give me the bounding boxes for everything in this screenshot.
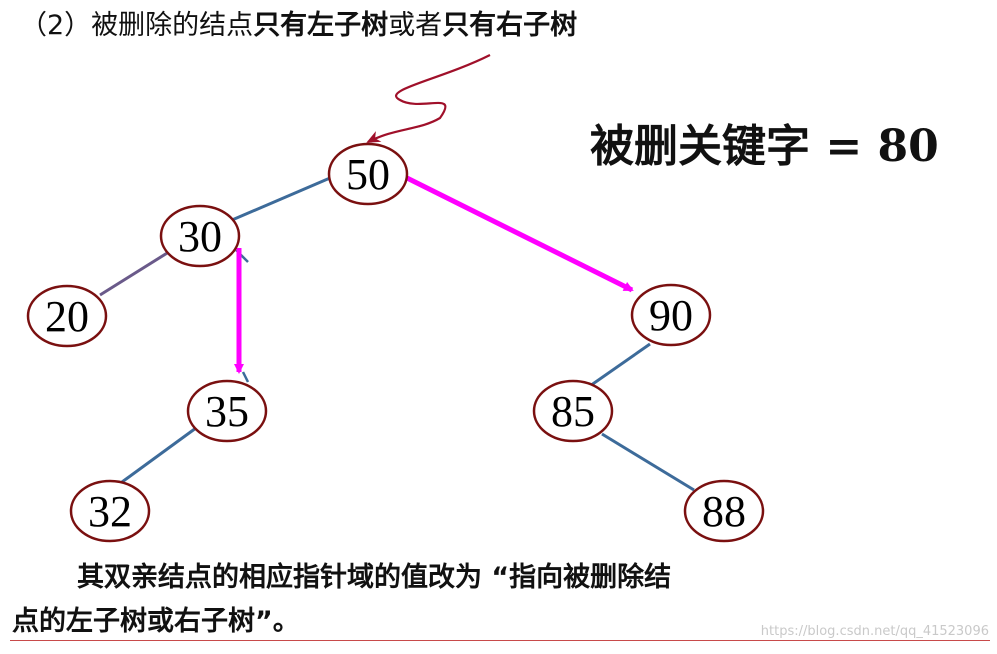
watermark: https://blog.csdn.net/qq_41523096 xyxy=(760,624,989,639)
node-35-label: 35 xyxy=(205,387,249,436)
node-85: 85 xyxy=(532,379,614,443)
node-32-label: 32 xyxy=(88,487,132,536)
node-90-label: 90 xyxy=(649,291,693,340)
node-30-label: 30 xyxy=(178,212,222,261)
node-32: 32 xyxy=(69,479,151,543)
divider-line xyxy=(10,640,990,641)
caption-line-1: 其双亲结点的相应指针域的值改为 “指向被删除结 xyxy=(77,562,672,593)
heading-bold-left: 只有左子树 xyxy=(253,10,389,41)
heading-bold-right: 只有右子树 xyxy=(442,10,578,41)
squiggle-pointer-arrow xyxy=(366,54,491,143)
edge-30-20 xyxy=(99,248,173,297)
deleted-key-label: 被删关键字 = 80 xyxy=(590,121,939,172)
edge-35-stub xyxy=(241,371,250,383)
heading-prefix: （2）被删除的结点 xyxy=(20,10,254,41)
node-35: 35 xyxy=(186,379,268,443)
node-90: 90 xyxy=(630,283,712,347)
node-30: 30 xyxy=(159,204,241,268)
node-85-label: 85 xyxy=(551,387,595,436)
edge-50-30 xyxy=(231,176,331,222)
edge-35-32 xyxy=(121,426,197,484)
caption-line-2: 点的左子树或右子树”。 xyxy=(12,606,300,637)
edge-90-85 xyxy=(586,342,651,390)
arrow-50-to-90 xyxy=(405,175,634,293)
node-20: 20 xyxy=(26,284,108,348)
heading: （2）被删除的结点只有左子树或者只有右子树 xyxy=(20,6,577,46)
node-20-label: 20 xyxy=(45,292,89,341)
heading-middle: 或者 xyxy=(388,10,443,41)
node-88: 88 xyxy=(683,479,765,543)
edge-85-88 xyxy=(601,432,695,492)
node-88-label: 88 xyxy=(702,487,746,536)
node-50: 50 xyxy=(327,142,409,206)
node-50-label: 50 xyxy=(346,150,390,199)
caption: 其双亲结点的相应指针域的值改为 “指向被删除结 点的左子树或右子树”。 xyxy=(12,556,912,644)
